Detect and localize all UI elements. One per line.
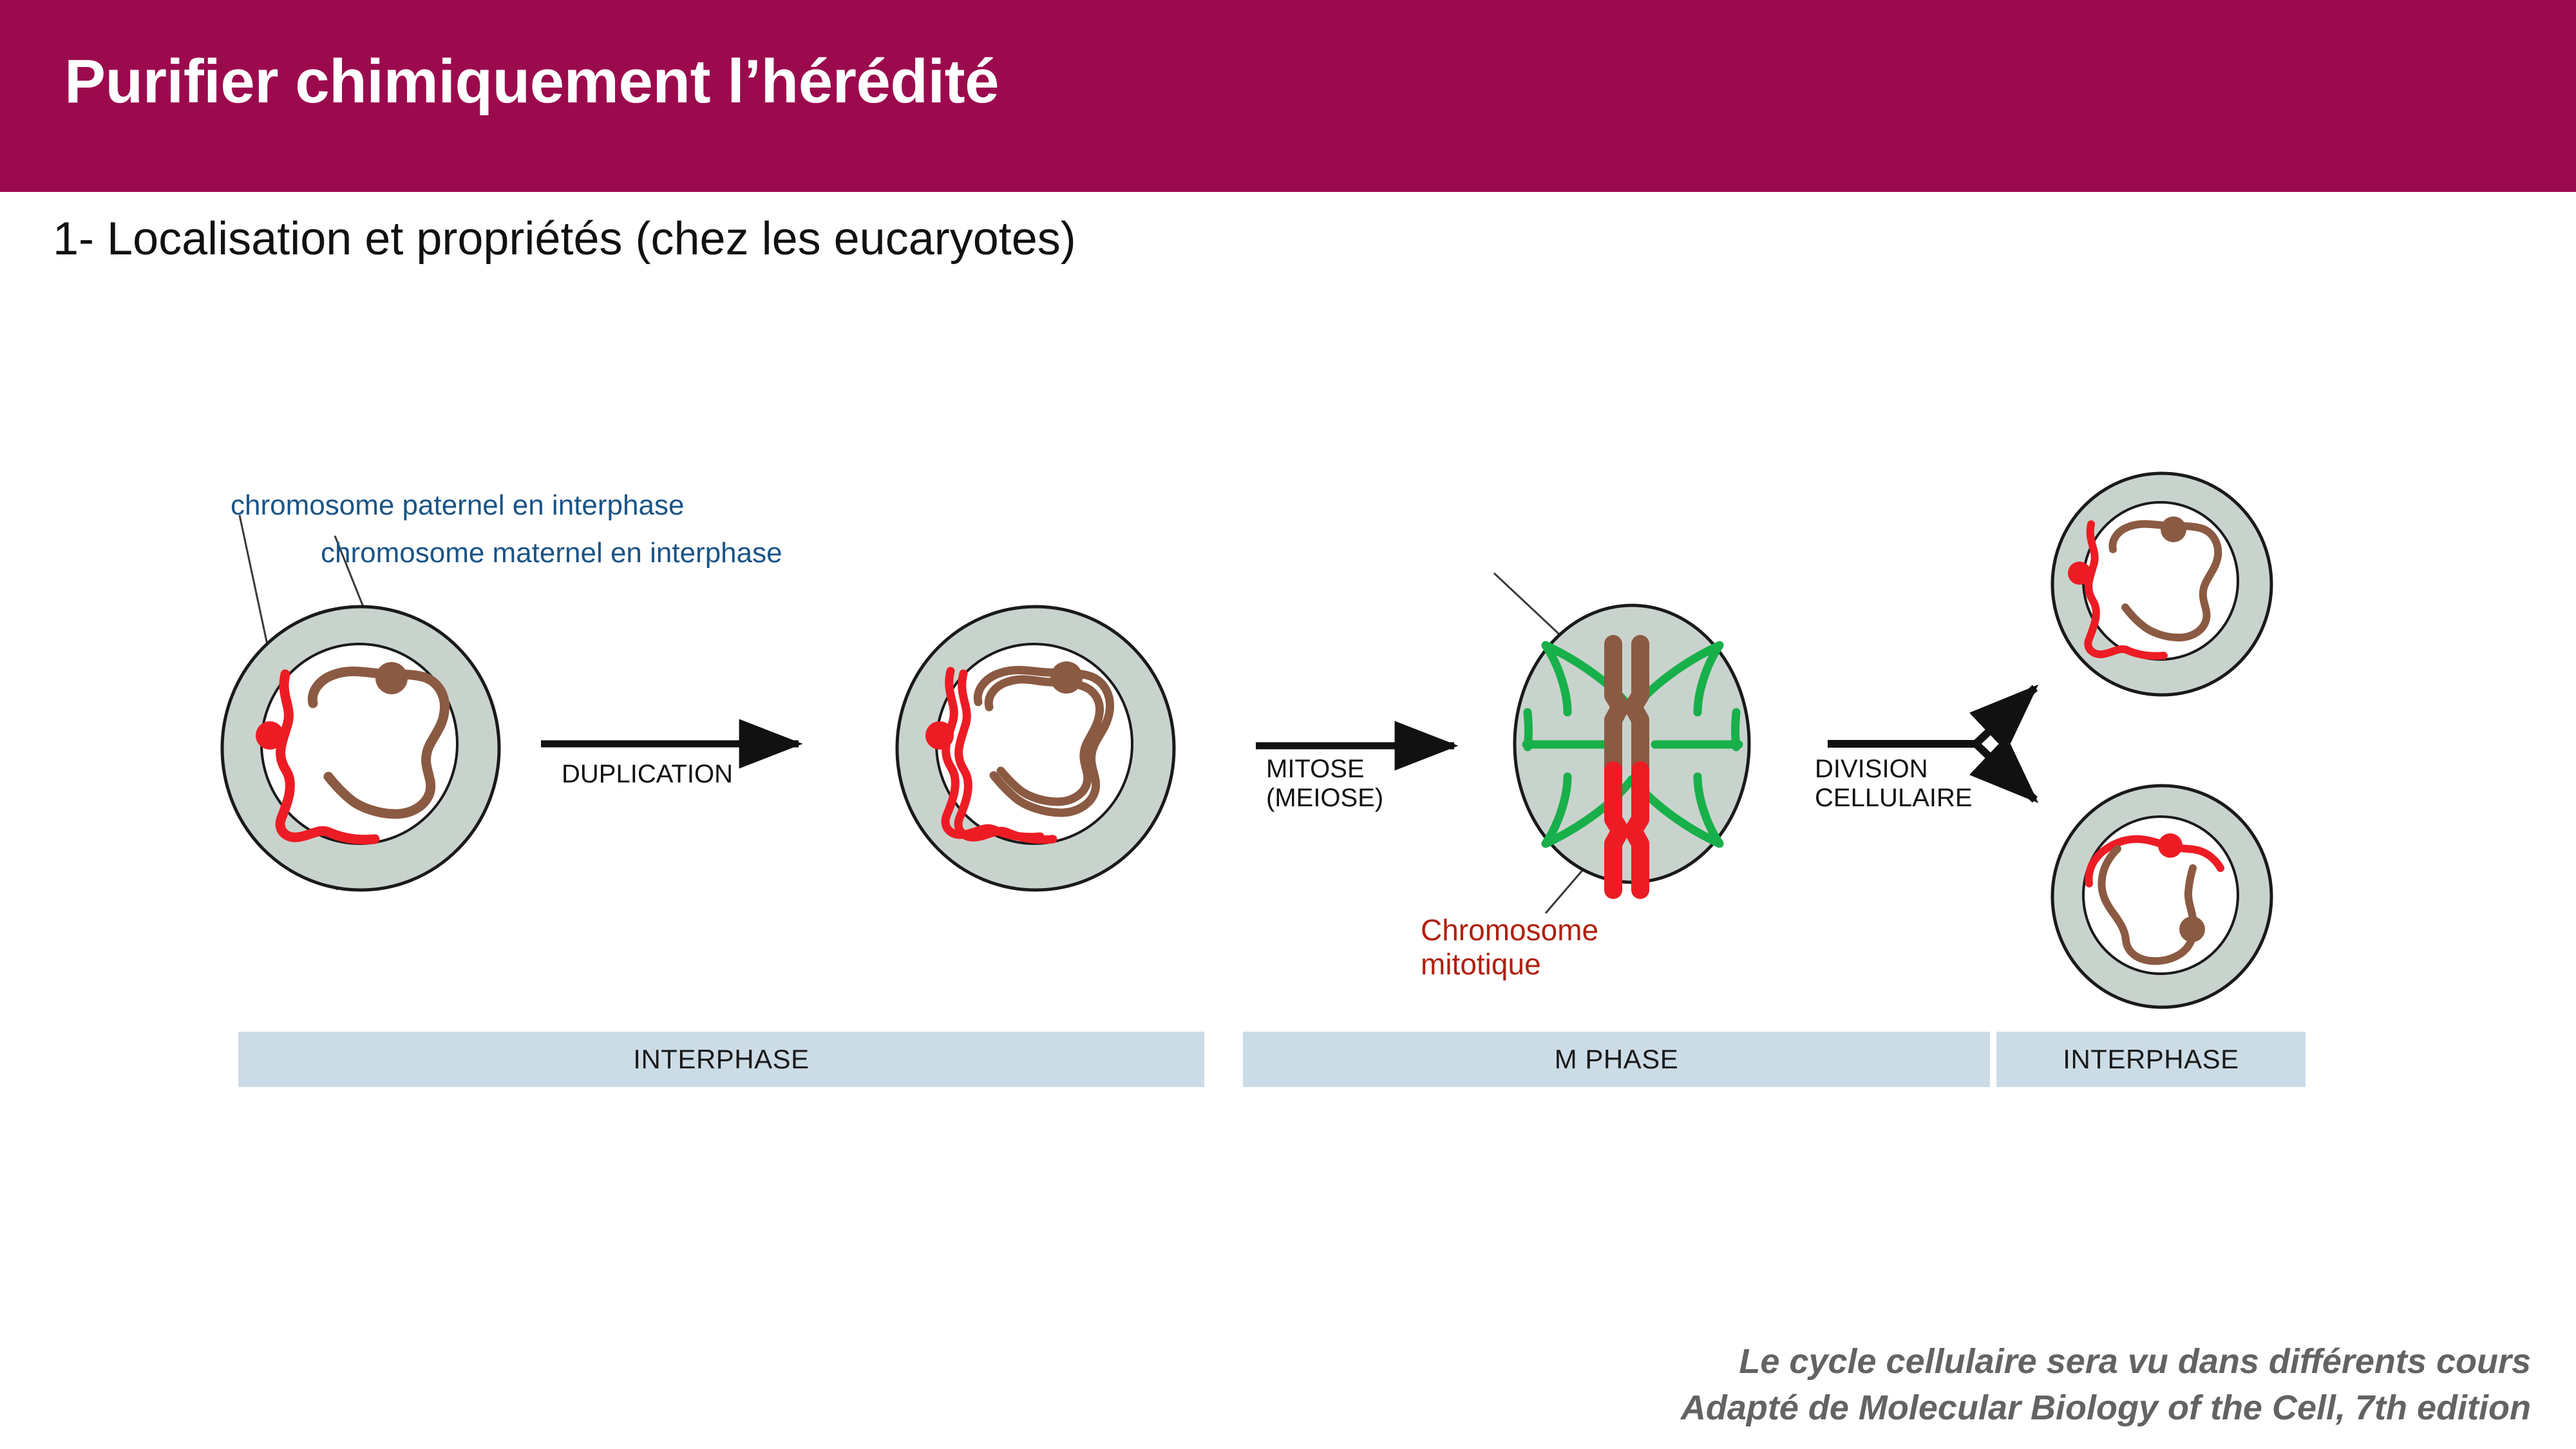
phase-bar-interphase-left: INTERPHASE [238, 1032, 1204, 1087]
label-mitose: MITOSE (MEIOSE) [1266, 755, 1383, 813]
header-banner: Purifier chimiquement l’hérédité [0, 0, 2576, 192]
cell-interphase-duplicated [895, 605, 1176, 892]
label-duplication: DUPLICATION [562, 760, 733, 788]
label-division-cellulaire: DIVISION CELLULAIRE [1815, 755, 1973, 813]
cell-daughter-top [2050, 471, 2273, 697]
phase-bar-label: INTERPHASE [2063, 1044, 2239, 1074]
label-maternal-chromosome: chromosome maternel en interphase [321, 537, 782, 569]
label-chromosome-mitotique: Chromosome mitotique [1421, 913, 1598, 982]
label-division-line2: CELLULAIRE [1815, 783, 1973, 812]
label-mitose-line2: (MEIOSE) [1266, 783, 1384, 812]
paternal-chromosome [275, 669, 380, 845]
spindle-fibers [1522, 641, 1743, 848]
phase-bar-m-phase: M PHASE [1243, 1032, 1990, 1087]
cell-daughter-bottom [2050, 784, 2273, 1009]
footer-credits: Le cycle cellulaire sera vu dans différe… [1681, 1338, 2531, 1432]
cell-m-phase [1513, 603, 1751, 899]
footer-line-2: Adapté de Molecular Biology of the Cell,… [1680, 1388, 2531, 1428]
label-mitotique-line1: Chromosome [1421, 913, 1599, 947]
label-mitose-line1: MITOSE [1266, 755, 1365, 783]
label-paternal-chromosome: chromosome paternel en interphase [231, 489, 685, 521]
section-subtitle: 1- Localisation et propriétés (chez les … [53, 213, 1076, 265]
maternal-chromosome [307, 667, 450, 819]
phase-bar-interphase-right: INTERPHASE [1996, 1032, 2306, 1087]
mitotic-chromosome-paternal [1604, 761, 1649, 899]
mitotic-chromosome-maternal [1604, 635, 1649, 782]
maternal-centromere [375, 662, 408, 694]
phase-bar-label: M PHASE [1554, 1044, 1679, 1074]
cell-interphase-1 [220, 605, 501, 892]
label-mitotique-line2: mitotique [1421, 947, 1541, 981]
division-arrow [1828, 685, 2039, 803]
footer-line-1: Le cycle cellulaire sera vu dans différe… [1739, 1342, 2531, 1381]
page-title: Purifier chimiquement l’hérédité [64, 47, 999, 116]
label-division-line1: DIVISION [1815, 755, 1928, 783]
phase-bar-label: INTERPHASE [633, 1044, 810, 1074]
paternal-centromere [256, 721, 284, 750]
